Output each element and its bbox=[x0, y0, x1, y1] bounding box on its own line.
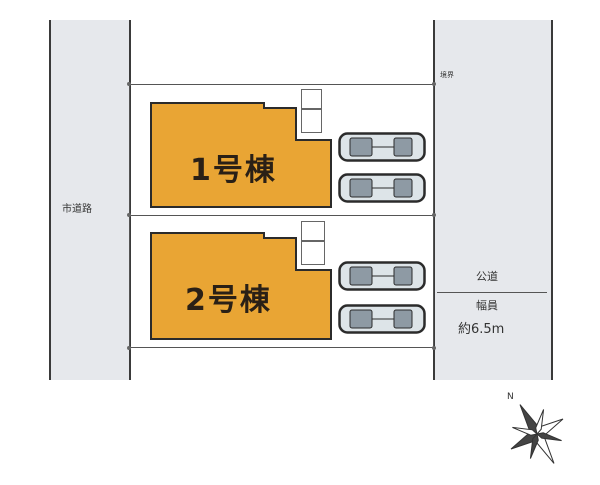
building-1-porch bbox=[301, 109, 322, 133]
building-1-porch bbox=[301, 89, 322, 109]
building-1 bbox=[150, 102, 332, 208]
boundary-mark-label: 境界 bbox=[440, 71, 454, 79]
compass-rose-icon bbox=[510, 404, 564, 464]
car-parking-4 bbox=[338, 304, 426, 334]
boundary-point bbox=[127, 82, 131, 86]
building-2-porch bbox=[301, 241, 325, 265]
building-2-shape bbox=[150, 232, 332, 340]
lot-divider-line bbox=[129, 215, 434, 216]
right-road bbox=[433, 20, 553, 380]
left-road-label: 市道路 bbox=[62, 204, 92, 215]
boundary-point bbox=[432, 213, 436, 217]
car-parking-3 bbox=[338, 261, 426, 291]
building-2-label: 2号棟 bbox=[185, 283, 272, 318]
road-width-label: 幅員 bbox=[476, 299, 498, 312]
car-icon bbox=[338, 261, 426, 291]
road-width-dimension-line bbox=[437, 292, 547, 293]
boundary-point bbox=[127, 213, 131, 217]
car-icon bbox=[338, 304, 426, 334]
building-1-label: 1号棟 bbox=[190, 153, 277, 188]
boundary-point bbox=[432, 82, 436, 86]
car-parking-1 bbox=[338, 132, 426, 162]
car-parking-2 bbox=[338, 173, 426, 203]
car-icon bbox=[338, 173, 426, 203]
building-2-porch bbox=[301, 221, 325, 241]
right-road-label: 公道 bbox=[476, 270, 498, 283]
left-road bbox=[49, 20, 131, 380]
car-icon bbox=[338, 132, 426, 162]
boundary-point bbox=[127, 346, 131, 350]
building-1-shape bbox=[150, 102, 332, 208]
building-2 bbox=[150, 232, 332, 340]
road-width-value: 約6.5m bbox=[458, 322, 505, 337]
compass bbox=[495, 390, 575, 470]
compass-north-label: N bbox=[507, 392, 514, 402]
boundary-point bbox=[432, 346, 436, 350]
